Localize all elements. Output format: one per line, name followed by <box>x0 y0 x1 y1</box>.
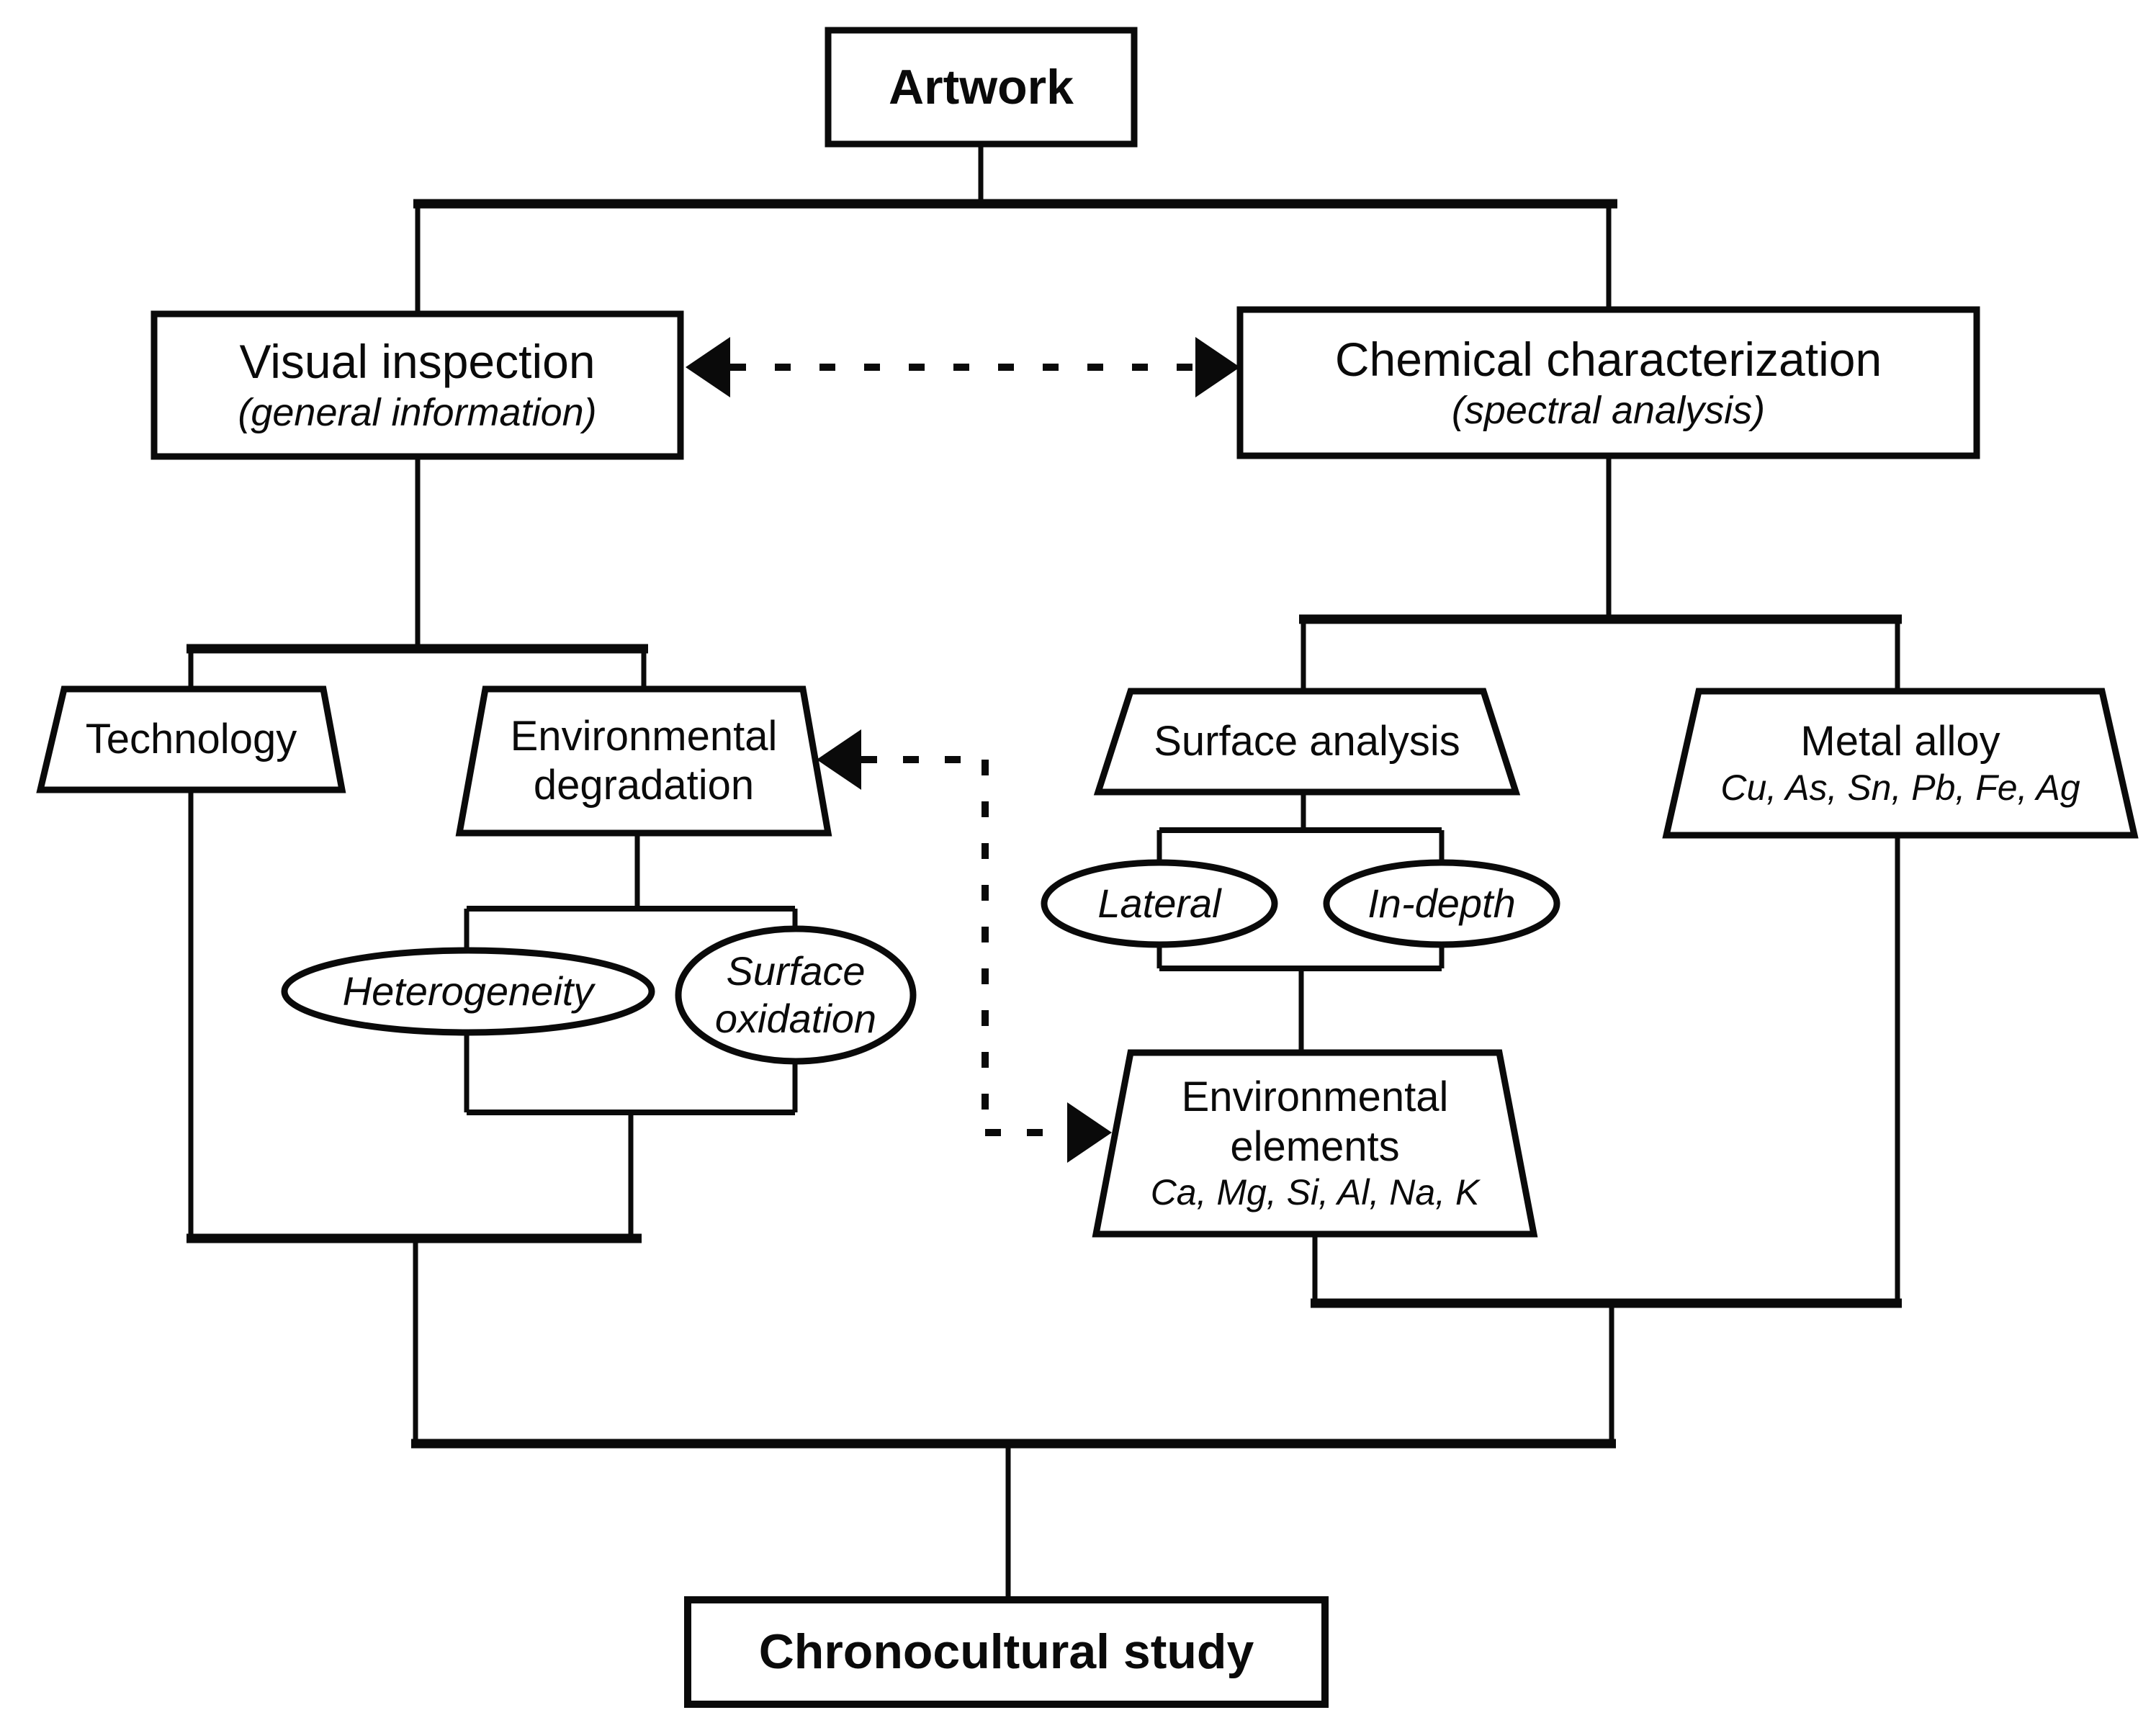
visual-inspection-subtitle: (general information) <box>238 391 597 435</box>
node-shapes <box>36 27 2139 1708</box>
technology-trapezoid <box>36 685 346 793</box>
surface-analysis-label: Surface analysis <box>1098 691 1516 792</box>
indepth-ellipse <box>1323 859 1560 948</box>
heterogeneity-text: Heterogeneity <box>342 968 594 1014</box>
lateral-ellipse <box>1041 859 1278 948</box>
technology-label: Technology <box>40 689 342 790</box>
metal-alloy-title: Metal alloy <box>1800 718 2000 765</box>
visual-inspection-label: Visual inspection (general information) <box>154 314 681 456</box>
connector-lines <box>188 144 1900 1600</box>
environmental-elements-line2: elements <box>1230 1122 1400 1170</box>
lateral-label: Lateral <box>1044 863 1275 945</box>
surface-oxidation-ellipse <box>675 925 917 1065</box>
visual-inspection-title: Visual inspection <box>239 335 596 389</box>
arrowhead-envdeg-icon <box>817 729 861 790</box>
chemical-characterization-label: Chemical characterization (spectral anal… <box>1240 310 1977 456</box>
surface-oxidation-line1: Surface <box>726 948 866 994</box>
bracket-lines <box>467 827 1442 1115</box>
environmental-elements-line1: Environmental <box>1181 1074 1449 1121</box>
metal-alloy-elements: Cu, As, Sn, Pb, Fe, Ag <box>1720 767 2080 808</box>
artwork-label: Artwork <box>828 30 1134 144</box>
indepth-label: In-depth <box>1326 863 1557 945</box>
arrowhead-right-icon <box>1195 337 1240 397</box>
arrowhead-env-elements-icon <box>1067 1102 1112 1163</box>
environmental-degradation-trapezoid <box>455 685 832 837</box>
chemical-characterization-box <box>1236 306 1980 459</box>
dashed-arrows <box>686 337 1240 1163</box>
heterogeneity-label: Heterogeneity <box>284 950 652 1032</box>
surface-oxidation-line2: oxidation <box>714 996 877 1041</box>
metal-alloy-trapezoid <box>1662 688 2139 839</box>
visual-inspection-box <box>151 310 684 460</box>
environmental-degradation-label: Environmental degradation <box>459 689 828 833</box>
chronocultural-study-label: Chronocultural study <box>688 1600 1325 1704</box>
chemical-characterization-subtitle: (spectral analysis) <box>1451 388 1766 432</box>
environmental-degradation-line2: degradation <box>533 762 755 809</box>
chronocultural-study-text: Chronocultural study <box>758 1624 1254 1680</box>
environmental-elements-list: Ca, Mg, Si, Al, Na, K <box>1150 1171 1480 1212</box>
arrowhead-left-icon <box>686 337 730 397</box>
environmental-elements-label: Environmental elements Ca, Mg, Si, Al, N… <box>1096 1053 1534 1234</box>
heterogeneity-ellipse <box>281 947 655 1036</box>
artwork-text: Artwork <box>889 59 1074 114</box>
metal-alloy-label: Metal alloy Cu, As, Sn, Pb, Fe, Ag <box>1666 691 2134 835</box>
lateral-text: Lateral <box>1097 880 1221 926</box>
surface-oxidation-label: Surface oxidation <box>678 929 913 1061</box>
bus-lines <box>187 199 1902 1449</box>
artwork-box <box>825 27 1138 148</box>
environmental-degradation-line1: Environmental <box>510 712 778 760</box>
indepth-text: In-depth <box>1367 880 1516 926</box>
surface-analysis-text: Surface analysis <box>1154 717 1460 765</box>
surface-analysis-trapezoid <box>1093 688 1521 796</box>
environmental-elements-trapezoid <box>1092 1049 1538 1238</box>
chemical-characterization-title: Chemical characterization <box>1334 332 1882 386</box>
chronocultural-study-box <box>684 1596 1329 1708</box>
technology-text: Technology <box>85 715 297 762</box>
